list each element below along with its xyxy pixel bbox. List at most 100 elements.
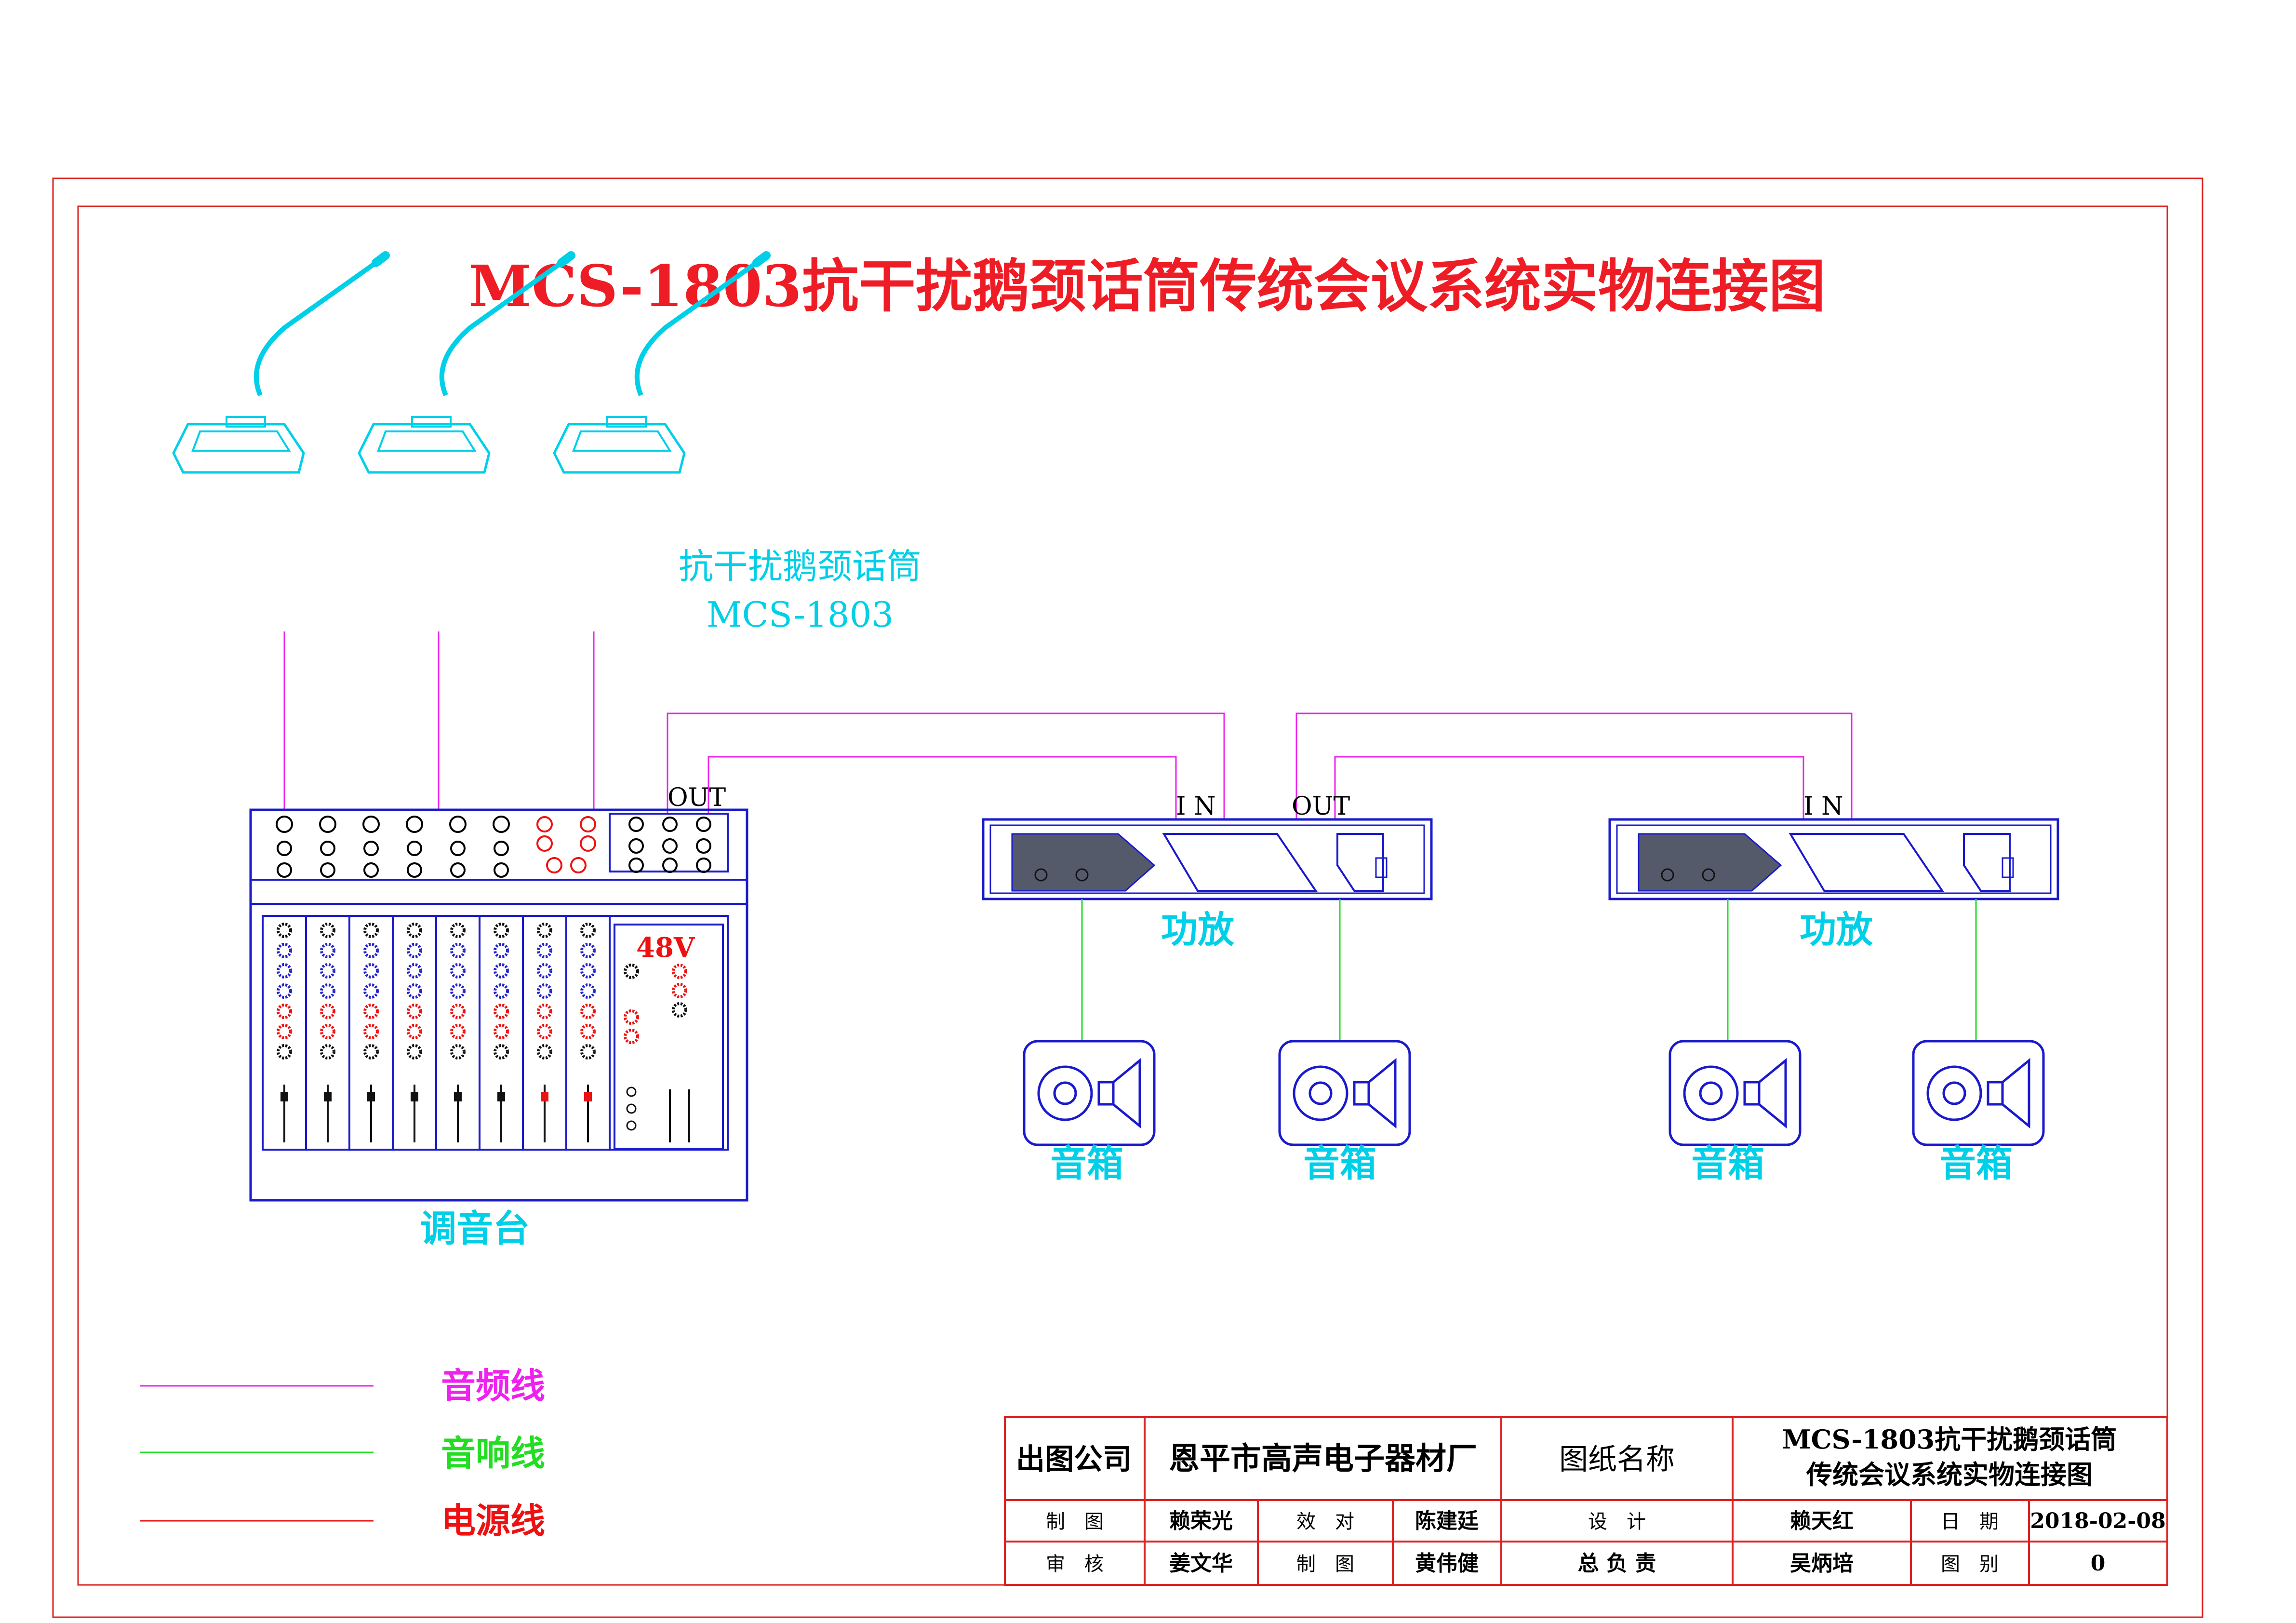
mixer-knob: [580, 1004, 596, 1019]
mixer-fader-cap: [454, 1092, 462, 1101]
mixer-knob: [277, 1004, 292, 1019]
master-indicator: [626, 1103, 637, 1114]
tb-r1-c4: 陈建廷: [1415, 1509, 1479, 1533]
mixer-knob: [537, 923, 552, 938]
mixer-knob: [407, 923, 422, 938]
mixer-knob: [320, 983, 335, 999]
mixer-knob: [450, 923, 466, 938]
mixer-knob: [277, 1024, 292, 1039]
title-block: 出图公司 恩平市高声电子器材厂 图纸名称 MCS-1803抗干扰鹅颈话筒 传统会…: [1004, 1416, 2168, 1586]
mixer-fader-cap: [280, 1092, 288, 1101]
mixer-knob: [580, 923, 596, 938]
mixer-knob: [407, 963, 422, 979]
mixer-knob: [277, 943, 292, 958]
tb-r2-c6: 吴炳培: [1790, 1551, 1854, 1576]
mixer-knob: [277, 983, 292, 999]
mixer-label: 调音台: [420, 1207, 530, 1250]
tb-r2-c7: 图 别: [1941, 1553, 1999, 1575]
tb-drawing-name-label: 图纸名称: [1559, 1443, 1675, 1476]
amplifier-1: [982, 818, 1433, 900]
tb-r1-c5: 设 计: [1588, 1511, 1646, 1533]
mixer-knob: [494, 923, 509, 938]
tb-r1-c1: 制 图: [1046, 1511, 1104, 1533]
mixer-knob: [580, 1044, 596, 1060]
mixer-knob: [494, 943, 509, 958]
mixer-knob: [537, 1024, 552, 1039]
mixer-knob: [320, 1004, 335, 1019]
mixer: OUT 48V: [249, 783, 748, 1202]
mixer-knob: [277, 1044, 292, 1060]
mixer-knob: [537, 943, 552, 958]
mixer-knob: [363, 963, 379, 979]
mixer-knob: [277, 963, 292, 979]
mixer-knob: [363, 1044, 379, 1060]
mixer-knob: [494, 983, 509, 999]
phantom-power-label: 48V: [636, 932, 695, 964]
mixer-knob: [450, 1024, 466, 1039]
mixer-fader-cap: [324, 1092, 332, 1101]
mixer-knob: [407, 943, 422, 958]
tb-r1-c3: 效 对: [1296, 1511, 1354, 1533]
mixer-knob: [580, 1024, 596, 1039]
diagram-title: MCS-1803抗干扰鹅颈话筒传统会议系统实物连接图: [468, 253, 1825, 320]
mixer-knob: [450, 943, 466, 958]
speaker-3-label: 音箱: [1691, 1142, 1764, 1185]
amplifier-2: [1608, 818, 2059, 900]
mixer-knob: [363, 923, 379, 938]
speaker-1: [1023, 1040, 1156, 1146]
mixer-knob: [580, 943, 596, 958]
mixer-knob: [494, 1004, 509, 1019]
tb-r1-c7: 日 期: [1941, 1511, 1999, 1533]
mixer-knob: [450, 983, 466, 999]
mixer-knob: [450, 963, 466, 979]
master-knob: [672, 1002, 687, 1018]
master-knob: [672, 964, 687, 979]
tb-company-label: 出图公司: [1016, 1443, 1132, 1476]
mixer-fader-cap: [497, 1092, 505, 1101]
master-indicator: [626, 1120, 637, 1131]
mixer-input-jacks: [276, 816, 510, 878]
mixer-knob: [363, 1004, 379, 1019]
mixer-knob: [537, 983, 552, 999]
mixer-fader-cap: [541, 1092, 548, 1101]
mixer-knob: [537, 963, 552, 979]
tb-r2-c4: 黄伟健: [1415, 1551, 1479, 1576]
mixer-knob: [363, 983, 379, 999]
tb-r2-c8: 0: [2091, 1551, 2106, 1576]
amplifier-2-label: 功放: [1800, 908, 1873, 951]
mixer-knob: [537, 1004, 552, 1019]
speaker-2-label: 音箱: [1303, 1142, 1376, 1185]
mixer-fader-cap: [411, 1092, 418, 1101]
mixer-knob: [363, 943, 379, 958]
mixer-knob: [494, 963, 509, 979]
mixer-knob: [320, 943, 335, 958]
mixer-knob: [580, 963, 596, 979]
mixer-knob: [407, 983, 422, 999]
master-knob: [624, 1009, 639, 1025]
speaker-lines: [1081, 899, 1977, 1041]
speaker-4: [1912, 1040, 2045, 1146]
microphone-3: [553, 251, 771, 474]
amplifier-1-label: 功放: [1161, 908, 1234, 951]
tb-r1-c8: 2018-02-08: [2030, 1509, 2165, 1533]
mixer-knob: [277, 923, 292, 938]
legend-audio-label: 音频线: [441, 1365, 545, 1406]
mixer-fader-cap: [367, 1092, 375, 1101]
mixer-knob: [407, 1044, 422, 1060]
microphone-2: [358, 251, 575, 474]
mixer-knob: [537, 1044, 552, 1060]
mixer-knob: [407, 1004, 422, 1019]
legend: 音频线 音响线 电源线: [140, 1365, 545, 1541]
microphone-1: [172, 251, 390, 474]
master-indicator: [626, 1086, 637, 1097]
speaker-2: [1278, 1040, 1411, 1146]
speaker-4-label: 音箱: [1939, 1142, 2013, 1185]
audio-lines: [283, 631, 1853, 819]
mixer-knob: [320, 1044, 335, 1060]
master-knob: [624, 1029, 639, 1044]
microphone-name-label: 抗干扰鹅颈话筒: [679, 546, 921, 587]
outer-frame: [52, 177, 2203, 1618]
mixer-knob: [363, 1024, 379, 1039]
mixer-out-label: OUT: [667, 783, 726, 812]
